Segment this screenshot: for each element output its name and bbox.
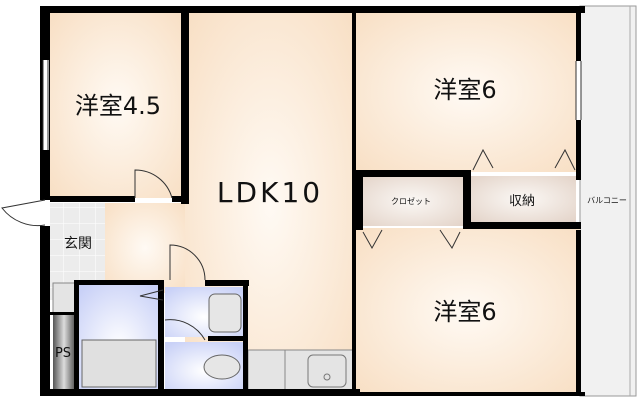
storage-area (470, 176, 576, 222)
room-label-western-top: 洋室6 (433, 76, 496, 104)
storage-door (472, 148, 576, 171)
room-label-western-small: 洋室4.5 (75, 92, 161, 120)
pipe-space (53, 315, 75, 390)
western-room-top-area (355, 12, 580, 172)
bathtub (81, 339, 157, 388)
entrance-label: 玄関 (64, 235, 92, 252)
room-label-ldk: LDK10 (217, 176, 323, 209)
balcony-label: バルコニー (587, 196, 627, 205)
ldk-extension (105, 203, 185, 293)
closet-label: クロゼット (391, 196, 431, 206)
washbasin (208, 293, 242, 333)
storage-label: 収納 (509, 194, 535, 209)
toilet-icon (203, 354, 241, 380)
room-label-western-bottom: 洋室6 (433, 298, 496, 326)
closet-area (360, 176, 464, 226)
bath-door (139, 289, 164, 301)
closet-door (362, 229, 461, 250)
toilet-door-swing (169, 244, 206, 281)
entrance-door-swing (1, 199, 46, 227)
pipe-space-label: PS (55, 346, 71, 361)
balcony-area (579, 5, 637, 397)
room-door-swing (134, 169, 173, 199)
sink-icon (307, 354, 347, 388)
western-room-small-area (50, 12, 185, 198)
kitchen-counter (247, 349, 356, 393)
western-room-bottom-area (355, 228, 580, 395)
